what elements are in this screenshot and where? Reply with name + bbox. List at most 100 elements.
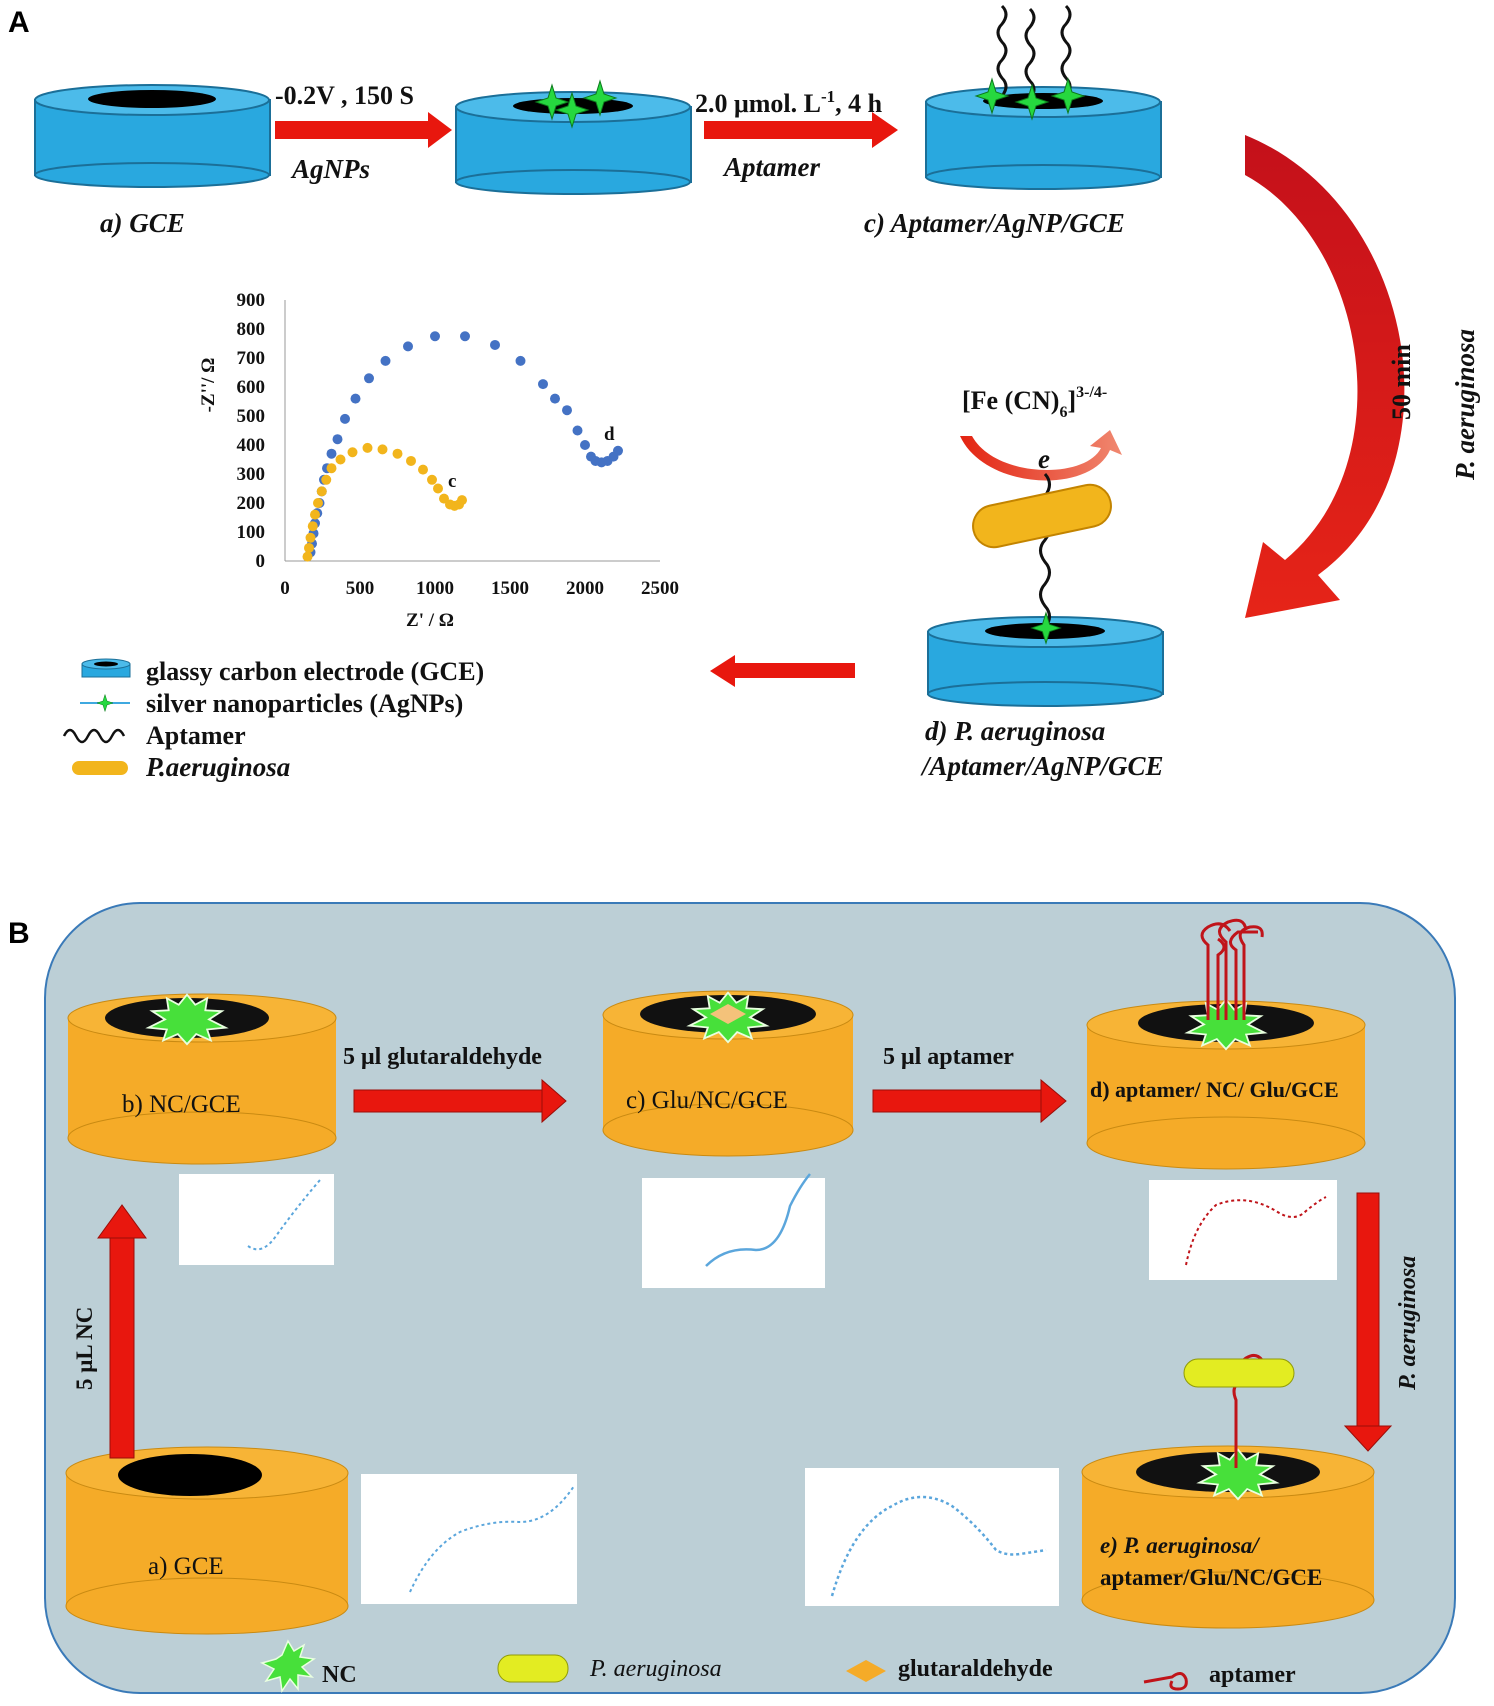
data-point-c xyxy=(427,474,437,485)
arrow-nc-label: 5 μL NC xyxy=(72,1307,97,1390)
legend-aptamer-icon xyxy=(62,728,126,744)
data-point-c xyxy=(392,448,403,459)
panel-b-letter: B xyxy=(8,917,30,950)
series-d xyxy=(305,331,623,558)
data-point-c xyxy=(335,454,346,465)
data-point-d xyxy=(613,445,623,456)
label-c-glu: c) Glu/NC/GCE xyxy=(626,1087,788,1114)
label-c-aptamer: c) Aptamer/AgNP/GCE xyxy=(864,208,1125,238)
data-point-d xyxy=(340,413,350,424)
legend-pa-icon xyxy=(72,761,128,775)
redox-label: [Fe (CN)6]3-/4- xyxy=(962,384,1107,421)
legend-a-item-1: silver nanoparticles (AgNPs) xyxy=(146,689,463,718)
label-d-line2: /Aptamer/AgNP/GCE xyxy=(920,751,1164,781)
arrow-nc-up xyxy=(97,1204,147,1459)
thumb-d xyxy=(1149,1180,1337,1280)
electrode-aptamer-d xyxy=(1086,918,1366,1170)
x-tick-label: 2500 xyxy=(641,578,679,599)
curve-species-label: P. aeruginosa xyxy=(1450,329,1480,481)
x-axis-title: Z' / Ω xyxy=(406,610,454,631)
data-point-c xyxy=(302,551,313,562)
label-a-gce2: a) GCE xyxy=(148,1553,224,1580)
electron-label: e xyxy=(1038,444,1050,474)
data-point-d xyxy=(350,393,361,404)
data-point-d xyxy=(572,425,583,436)
label-a-gce: a) GCE xyxy=(100,208,185,238)
label-d-aptamer: d) aptamer/ NC/ Glu/GCE xyxy=(1090,1077,1339,1102)
x-tick-label: 0 xyxy=(280,578,290,599)
legend-glu-icon xyxy=(846,1660,886,1682)
aptamer-strands xyxy=(1200,918,1264,1020)
y-tick-label: 500 xyxy=(237,406,266,427)
label-d-line1: d) P. aeruginosa xyxy=(925,716,1105,746)
data-point-d xyxy=(515,355,526,366)
legend-aptamer-icon xyxy=(1143,1672,1188,1691)
step2-bottom-label: Aptamer xyxy=(722,152,820,182)
data-point-d xyxy=(460,331,470,342)
arrow-back xyxy=(710,655,855,687)
data-point-c xyxy=(457,495,467,506)
step2-top-label: 2.0 μmol. L-1, 4 h xyxy=(695,87,883,118)
data-point-c xyxy=(377,444,388,455)
y-axis-title: -Z''/ Ω xyxy=(198,358,219,413)
legend-b-item-0: NC xyxy=(322,1662,357,1688)
label-e-line1: e) P. aeruginosa/ xyxy=(1100,1533,1261,1558)
data-point-d xyxy=(380,355,391,366)
data-point-d xyxy=(326,448,337,459)
arrow-apt-label: 5 μl aptamer xyxy=(883,1044,1014,1070)
data-point-c xyxy=(406,455,416,466)
curved-arrow xyxy=(1245,135,1405,618)
data-point-d xyxy=(550,393,560,404)
y-tick-label: 200 xyxy=(237,493,266,514)
arrow-glu-label: 5 μl glutaraldehyde xyxy=(343,1044,542,1070)
data-point-c xyxy=(310,509,320,520)
panel-a-letter: A xyxy=(8,6,30,39)
electrode-aptamer-c xyxy=(925,4,1162,190)
series-c xyxy=(302,442,467,562)
step1-top-label: -0.2V , 150 S xyxy=(275,81,414,110)
legend-a-item-2: Aptamer xyxy=(146,721,246,750)
data-point-c xyxy=(418,464,428,475)
legend-b-item-3: aptamer xyxy=(1209,1662,1296,1688)
thumb-b xyxy=(179,1174,334,1265)
electrode-gce-a xyxy=(34,84,271,188)
label-e-line2: aptamer/Glu/NC/GCE xyxy=(1100,1565,1322,1590)
data-point-c xyxy=(313,498,323,508)
thumb-e xyxy=(805,1468,1059,1606)
electron-transfer-arc xyxy=(960,430,1122,481)
data-point-c xyxy=(326,463,337,474)
series-label-c: c xyxy=(448,471,456,492)
legend-a: glassy carbon electrode (GCE) silver nan… xyxy=(62,657,484,782)
thumb-c xyxy=(642,1173,825,1288)
data-point-c xyxy=(307,521,318,532)
data-point-c xyxy=(305,532,316,543)
y-tick-label: 900 xyxy=(237,290,266,311)
legend-b-item-2: glutaraldehyde xyxy=(898,1656,1053,1682)
data-point-c xyxy=(362,442,373,453)
arrow-step1 xyxy=(275,112,452,148)
arrow-apt xyxy=(872,1078,1067,1124)
electrode-agnp-b xyxy=(455,80,692,195)
data-point-c xyxy=(433,483,443,494)
legend-agnp-icon xyxy=(80,694,130,712)
legend-b: NC P. aeruginosa glutaraldehyde aptamer xyxy=(259,1639,1296,1694)
arrow-step2 xyxy=(704,112,898,148)
legend-a-item-3: P.aeruginosa xyxy=(145,752,290,782)
x-tick-label: 500 xyxy=(346,578,375,599)
y-tick-label: 700 xyxy=(237,348,266,369)
legend-a-item-0: glassy carbon electrode (GCE) xyxy=(146,657,484,686)
y-tick-label: 400 xyxy=(237,435,266,456)
y-tick-label: 300 xyxy=(237,464,266,485)
y-tick-label: 0 xyxy=(256,551,266,572)
arrow-pa-down xyxy=(1343,1192,1393,1452)
y-tick-label: 800 xyxy=(237,319,266,340)
electrode-glu-c xyxy=(602,990,854,1157)
y-tick-label: 600 xyxy=(237,377,266,398)
legend-gce-icon xyxy=(81,658,131,678)
x-tick-label: 2000 xyxy=(566,578,604,599)
data-point-c xyxy=(304,542,314,553)
data-point-d xyxy=(562,405,572,416)
x-tick-label: 1000 xyxy=(416,578,454,599)
label-b-nc: b) NC/GCE xyxy=(122,1091,241,1118)
